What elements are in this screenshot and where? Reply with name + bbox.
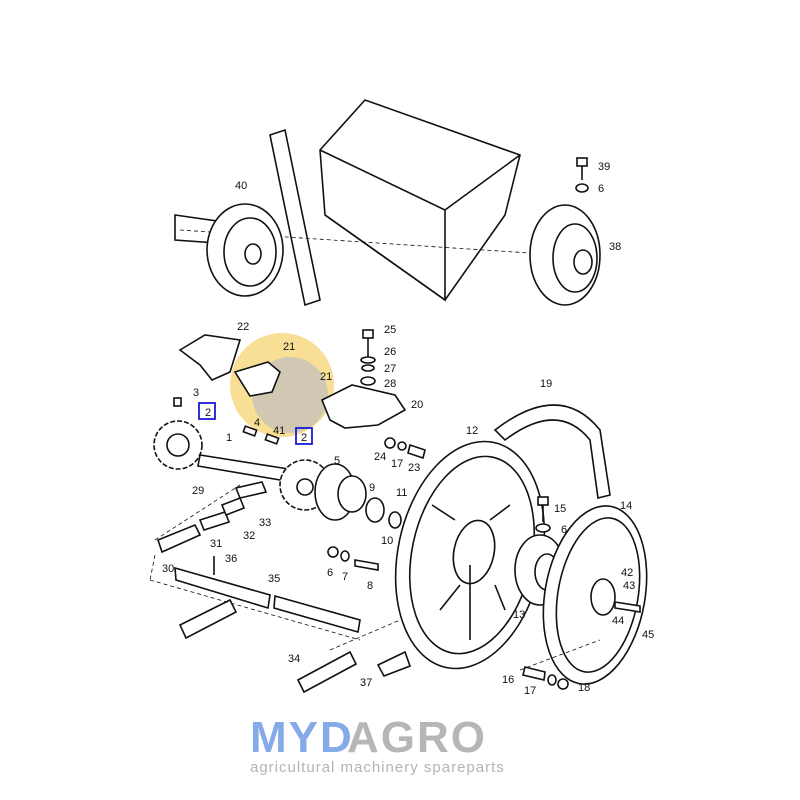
scraper-bars-35 (174, 556, 361, 634)
callout-31[interactable]: 31 (210, 538, 222, 550)
bolt-39 (575, 157, 589, 193)
callout-33[interactable]: 33 (259, 517, 271, 529)
callout-14[interactable]: 14 (620, 500, 632, 512)
callout-35[interactable]: 35 (268, 573, 280, 585)
callout-11[interactable]: 11 (396, 487, 407, 499)
callout-43[interactable]: 43 (623, 580, 635, 592)
callout-labels: 40 39 6 38 22 21 25 26 27 28 21 20 19 3 … (162, 161, 654, 697)
sprocket-left (153, 397, 203, 470)
callout-2-left[interactable]: 2 (205, 407, 211, 419)
callout-38[interactable]: 38 (609, 241, 621, 253)
callout-39[interactable]: 39 (598, 161, 610, 173)
callout-21[interactable]: 21 (320, 371, 332, 383)
callout-10[interactable]: 10 (381, 535, 393, 547)
callout-19[interactable]: 19 (540, 378, 552, 390)
callout-29[interactable]: 29 (192, 485, 204, 497)
pulley-40 (206, 203, 284, 297)
callout-5[interactable]: 5 (334, 455, 340, 467)
callout-32[interactable]: 32 (243, 530, 255, 542)
watermark-brand-prefix: MYD (250, 713, 354, 762)
callout-7[interactable]: 7 (342, 571, 348, 583)
callout-18[interactable]: 18 (578, 682, 590, 694)
callout-3[interactable]: 3 (193, 387, 199, 399)
watermark-tagline: agricultural machinery spareparts (250, 759, 505, 776)
callout-22[interactable]: 22 (237, 321, 249, 333)
bracket-22 (178, 334, 242, 381)
scraper-21 (233, 361, 281, 397)
callout-6[interactable]: 6 (598, 183, 604, 195)
callout-20[interactable]: 20 (411, 399, 423, 411)
watermark-brand-suffix: AGRO (347, 713, 487, 762)
scraper-21-bracket-20 (320, 329, 426, 460)
callout-6[interactable]: 6 (327, 567, 333, 579)
callout-44[interactable]: 44 (612, 615, 624, 627)
callout-8[interactable]: 8 (367, 580, 373, 592)
callout-45[interactable]: 45 (642, 629, 654, 641)
callout-17[interactable]: 17 (391, 458, 403, 470)
callout-37[interactable]: 37 (360, 677, 372, 689)
callout-12[interactable]: 12 (466, 425, 478, 437)
callout-27[interactable]: 27 (384, 363, 396, 375)
callout-42[interactable]: 42 (621, 567, 633, 579)
callout-23[interactable]: 23 (408, 462, 420, 474)
callout-15[interactable]: 15 (554, 503, 566, 515)
callout-28[interactable]: 28 (384, 378, 396, 390)
callout-21[interactable]: 21 (283, 341, 295, 353)
callout-34[interactable]: 34 (288, 653, 300, 665)
highlight-box-part-2-left[interactable] (198, 402, 216, 420)
highlight-box-part-2-right[interactable] (295, 427, 313, 445)
belt-19 (493, 404, 611, 499)
callout-16[interactable]: 16 (502, 674, 514, 686)
callout-4[interactable]: 4 (254, 417, 260, 429)
callout-40[interactable]: 40 (235, 180, 247, 192)
callout-26[interactable]: 26 (384, 346, 396, 358)
watermark: MYD AGRO agricultural machinery sparepar… (250, 713, 505, 776)
callout-24[interactable]: 24 (374, 451, 386, 463)
callout-17[interactable]: 17 (524, 685, 536, 697)
callout-36[interactable]: 36 (225, 553, 237, 565)
callout-2-right[interactable]: 2 (301, 432, 307, 444)
pulley-38 (529, 204, 601, 306)
callout-25[interactable]: 25 (384, 324, 396, 336)
callout-1[interactable]: 1 (226, 432, 232, 444)
chain-links (149, 481, 412, 694)
callout-6[interactable]: 6 (561, 524, 567, 536)
callout-13[interactable]: 13 (513, 609, 525, 621)
callout-41[interactable]: 41 (273, 425, 285, 437)
hub-5 (314, 463, 402, 571)
callout-30[interactable]: 30 (162, 563, 174, 575)
callout-9[interactable]: 9 (369, 482, 375, 494)
wheel-14 (519, 505, 648, 690)
